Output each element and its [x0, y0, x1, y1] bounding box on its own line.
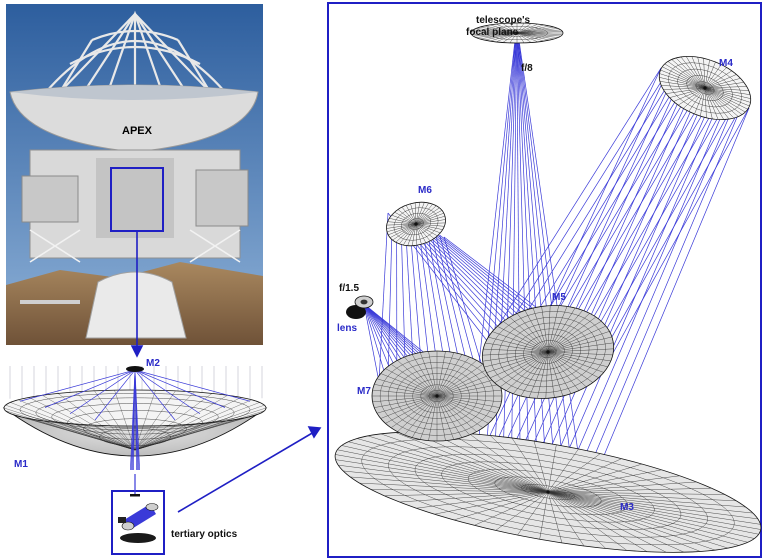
tertiary-optics-zoom: telescope's focal plane f/8 M4 M6 f/1.5 … [327, 2, 762, 558]
m3-label: M3 [620, 502, 634, 513]
m5-mirror [481, 305, 615, 399]
m3-mirror [334, 431, 762, 553]
m6-label: M6 [418, 185, 432, 196]
tertiary-optics-label: tertiary optics [171, 529, 238, 540]
focal-plane-label-1: telescope's [476, 15, 531, 26]
arrow-to-zoom [177, 426, 322, 513]
m5-label: M5 [552, 292, 566, 303]
m4-label: M4 [719, 58, 733, 69]
apex-label: APEX [122, 125, 153, 137]
m2-mirror [126, 366, 144, 372]
lens-label: lens [337, 323, 357, 334]
m7-label: M7 [357, 386, 371, 397]
m4-mirror [658, 56, 752, 120]
tertiary-optics-thumbnail: tertiary optics [111, 474, 238, 555]
arrow-photo-to-m1 [130, 231, 144, 358]
f8-label: f/8 [521, 63, 533, 74]
f15-label: f/1.5 [339, 283, 359, 294]
m7-mirror [371, 350, 503, 442]
m6-mirror [386, 201, 446, 247]
focal-plane [470, 22, 564, 44]
lens [346, 295, 374, 319]
m1-mirror-view: M2 M1 [2, 358, 268, 471]
m1-label: M1 [14, 459, 28, 470]
focal-plane-label-2: focal plane [466, 27, 519, 38]
apex-photo: APEX [6, 4, 263, 345]
m2-label: M2 [146, 358, 160, 369]
